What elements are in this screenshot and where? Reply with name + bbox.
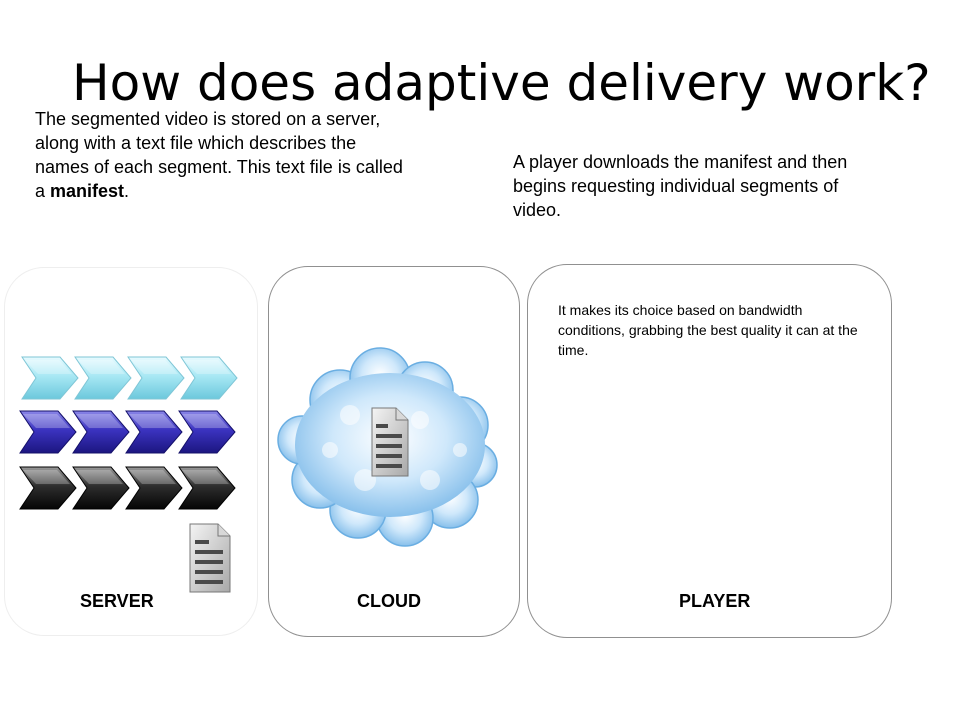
segment-chevron-light bbox=[127, 356, 185, 400]
segment-chevron-light bbox=[21, 356, 79, 400]
segment-chevron-medium bbox=[125, 410, 183, 454]
server-panel bbox=[4, 267, 258, 636]
segment-chevron-medium bbox=[19, 410, 77, 454]
server-description-text: The segmented video is stored on a serve… bbox=[35, 109, 403, 201]
segment-chevron-highlight bbox=[184, 360, 231, 374]
server-manifest-document-icon bbox=[189, 523, 231, 593]
cloud-label: CLOUD bbox=[357, 591, 421, 611]
server-description: The segmented video is stored on a serve… bbox=[35, 107, 410, 203]
segment-chevron-highlight bbox=[129, 470, 176, 484]
player-panel bbox=[527, 264, 892, 638]
segment-chevron-highlight bbox=[182, 414, 229, 428]
segment-chevron-highlight bbox=[76, 414, 123, 428]
player-note: It makes its choice based on bandwidth c… bbox=[558, 302, 858, 358]
segment-arrows bbox=[19, 356, 238, 510]
segment-chevron-highlight bbox=[76, 470, 123, 484]
segment-chevron-highlight bbox=[131, 360, 178, 374]
segment-chevron-dark bbox=[19, 466, 77, 510]
cloud-panel bbox=[268, 266, 520, 637]
segment-chevron-light bbox=[74, 356, 132, 400]
player-description: A player downloads the manifest and then… bbox=[513, 152, 848, 220]
segment-chevron-light bbox=[180, 356, 238, 400]
segment-chevron-medium bbox=[178, 410, 236, 454]
segment-chevron-highlight bbox=[25, 360, 72, 374]
server-label: SERVER bbox=[80, 591, 154, 611]
segment-chevron-dark bbox=[178, 466, 236, 510]
segment-chevron-highlight bbox=[182, 470, 229, 484]
manifest-term: manifest bbox=[50, 181, 125, 201]
segment-chevron-highlight bbox=[78, 360, 125, 374]
segment-chevron-dark bbox=[125, 466, 183, 510]
segment-chevron-highlight bbox=[129, 414, 176, 428]
player-label: PLAYER bbox=[679, 591, 751, 611]
slide-title: How does adaptive delivery work? bbox=[72, 54, 931, 112]
segment-chevron-medium bbox=[72, 410, 130, 454]
server-description-end: . bbox=[124, 181, 130, 201]
segment-chevron-highlight bbox=[23, 414, 70, 428]
segment-chevron-dark bbox=[72, 466, 130, 510]
cloud-manifest-document-icon bbox=[371, 407, 409, 477]
segment-chevron-highlight bbox=[23, 470, 70, 484]
